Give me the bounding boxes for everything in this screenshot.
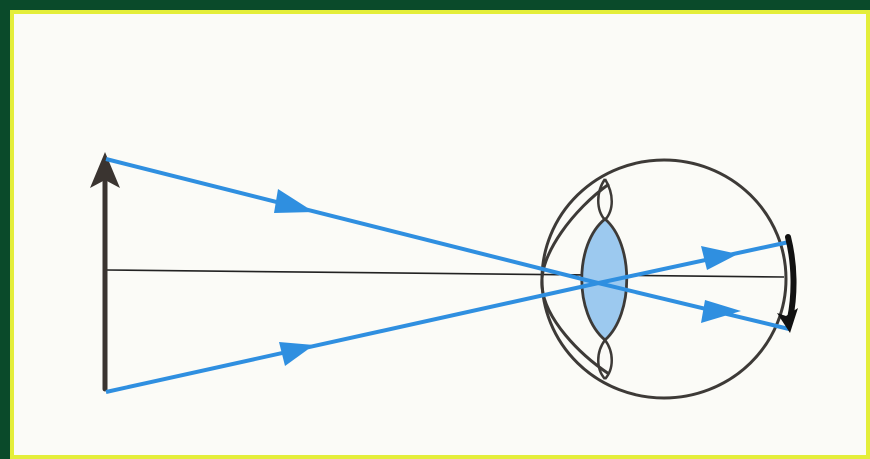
diagram-paper	[10, 10, 870, 459]
eye-optics-diagram	[14, 14, 866, 455]
optical-axis	[106, 270, 784, 277]
ray-bottom	[106, 242, 789, 392]
ray-top	[106, 159, 789, 329]
